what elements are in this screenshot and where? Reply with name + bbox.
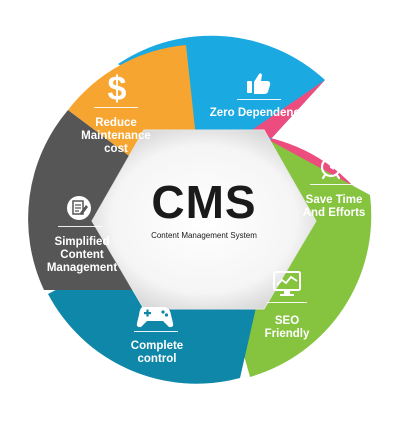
save-time-rule (310, 184, 356, 185)
segment-label-reduce-cost: Reduce Maintenance cost (81, 117, 151, 155)
thumbs-up-icon (247, 73, 271, 94)
zero-dependency-rule (237, 99, 281, 100)
complete-control-rule (134, 331, 178, 332)
gamepad-icon (136, 307, 174, 328)
cms-subtitle: Content Management System (151, 231, 257, 240)
document-edit-icon (67, 196, 91, 220)
seo-friendly-rule (267, 302, 307, 303)
cms-title: CMS (151, 176, 257, 228)
center-hexagon (91, 129, 317, 310)
segment-label-save-time: Save Time And Efforts (302, 194, 366, 219)
segment-label-zero-dependency: Zero Dependency (209, 107, 307, 119)
simplified-content-rule (58, 226, 102, 227)
alarm-clock-icon (320, 153, 342, 180)
segment-label-simplified-content: Simplified Content Management (46, 236, 118, 274)
reduce-cost-rule (94, 107, 138, 108)
segment-label-seo-friendly: SEO Friendly (264, 315, 310, 340)
svg-text:$: $ (108, 70, 127, 108)
monitor-chart-icon (273, 271, 301, 296)
dollar-icon: $ (108, 70, 127, 108)
segment-label-complete-control: Complete control (130, 340, 184, 365)
